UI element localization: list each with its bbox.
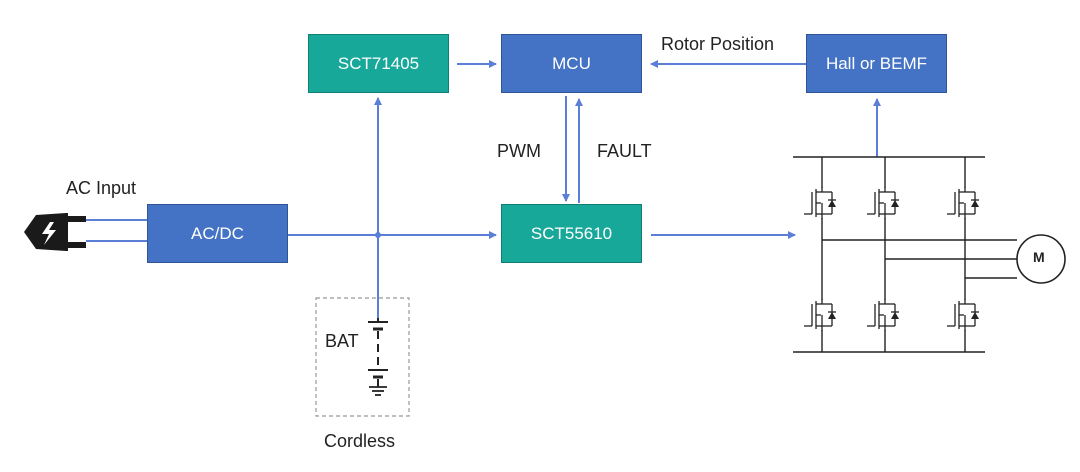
- plug-wires: [86, 219, 147, 242]
- mosfet-icon: [947, 187, 979, 219]
- mosfet-group: [804, 187, 979, 331]
- mcu-block: MCU: [501, 34, 642, 93]
- acdc-label: AC/DC: [191, 223, 244, 243]
- sct55610-block: SCT55610: [501, 204, 642, 263]
- hall-bemf-label: Hall or BEMF: [825, 53, 928, 73]
- mcu-label: MCU: [552, 53, 591, 73]
- ground-icon: [369, 386, 387, 396]
- motor-icon: [1016, 234, 1066, 284]
- ac-plug-icon: [24, 213, 86, 251]
- cordless-box: [315, 297, 410, 417]
- bat-label: BAT: [325, 331, 359, 351]
- sct71405-block: SCT71405: [308, 34, 449, 93]
- sct71405-label: SCT71405: [337, 53, 420, 73]
- rotor-position-label: Rotor Position: [661, 34, 775, 54]
- sct55610-label: SCT55610: [530, 223, 613, 243]
- fault-label: FAULT: [597, 141, 652, 161]
- acdc-block: AC/DC: [147, 204, 288, 263]
- hall-bemf-block: Hall or BEMF: [806, 34, 947, 93]
- motor-label: M: [1033, 249, 1045, 265]
- pwm-label: PWM: [497, 141, 541, 161]
- cordless-label: Cordless: [324, 431, 396, 451]
- mosfet-icon: [867, 299, 899, 331]
- mosfet-icon: [804, 299, 836, 331]
- mosfet-icon: [804, 187, 836, 219]
- ac-input-label: AC Input: [66, 178, 137, 198]
- mosfet-icon: [947, 299, 979, 331]
- battery-icon: [368, 318, 388, 387]
- mosfet-icon: [867, 187, 899, 219]
